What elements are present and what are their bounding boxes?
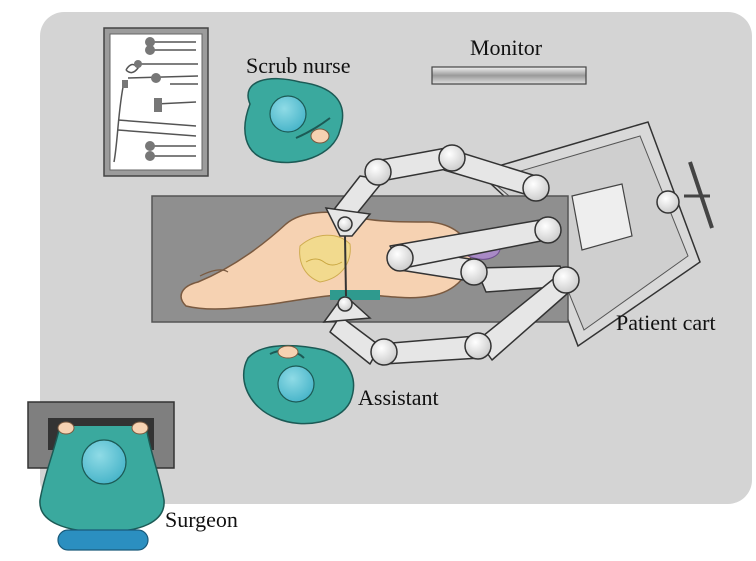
robot-joints	[364, 144, 680, 366]
scrub-nurse-figure	[244, 77, 344, 164]
assistant-figure	[243, 344, 355, 425]
surgeon-figure	[39, 421, 165, 551]
instrument-holders	[322, 207, 372, 323]
instrument-tray	[103, 27, 209, 177]
patient-cart-label: Patient cart	[616, 310, 716, 335]
monitor-label: Monitor	[470, 35, 543, 60]
surgeon-label: Surgeon	[165, 507, 238, 532]
assistant-label: Assistant	[358, 385, 439, 410]
scrub-nurse-label: Scrub nurse	[246, 53, 350, 78]
monitor	[431, 66, 587, 85]
